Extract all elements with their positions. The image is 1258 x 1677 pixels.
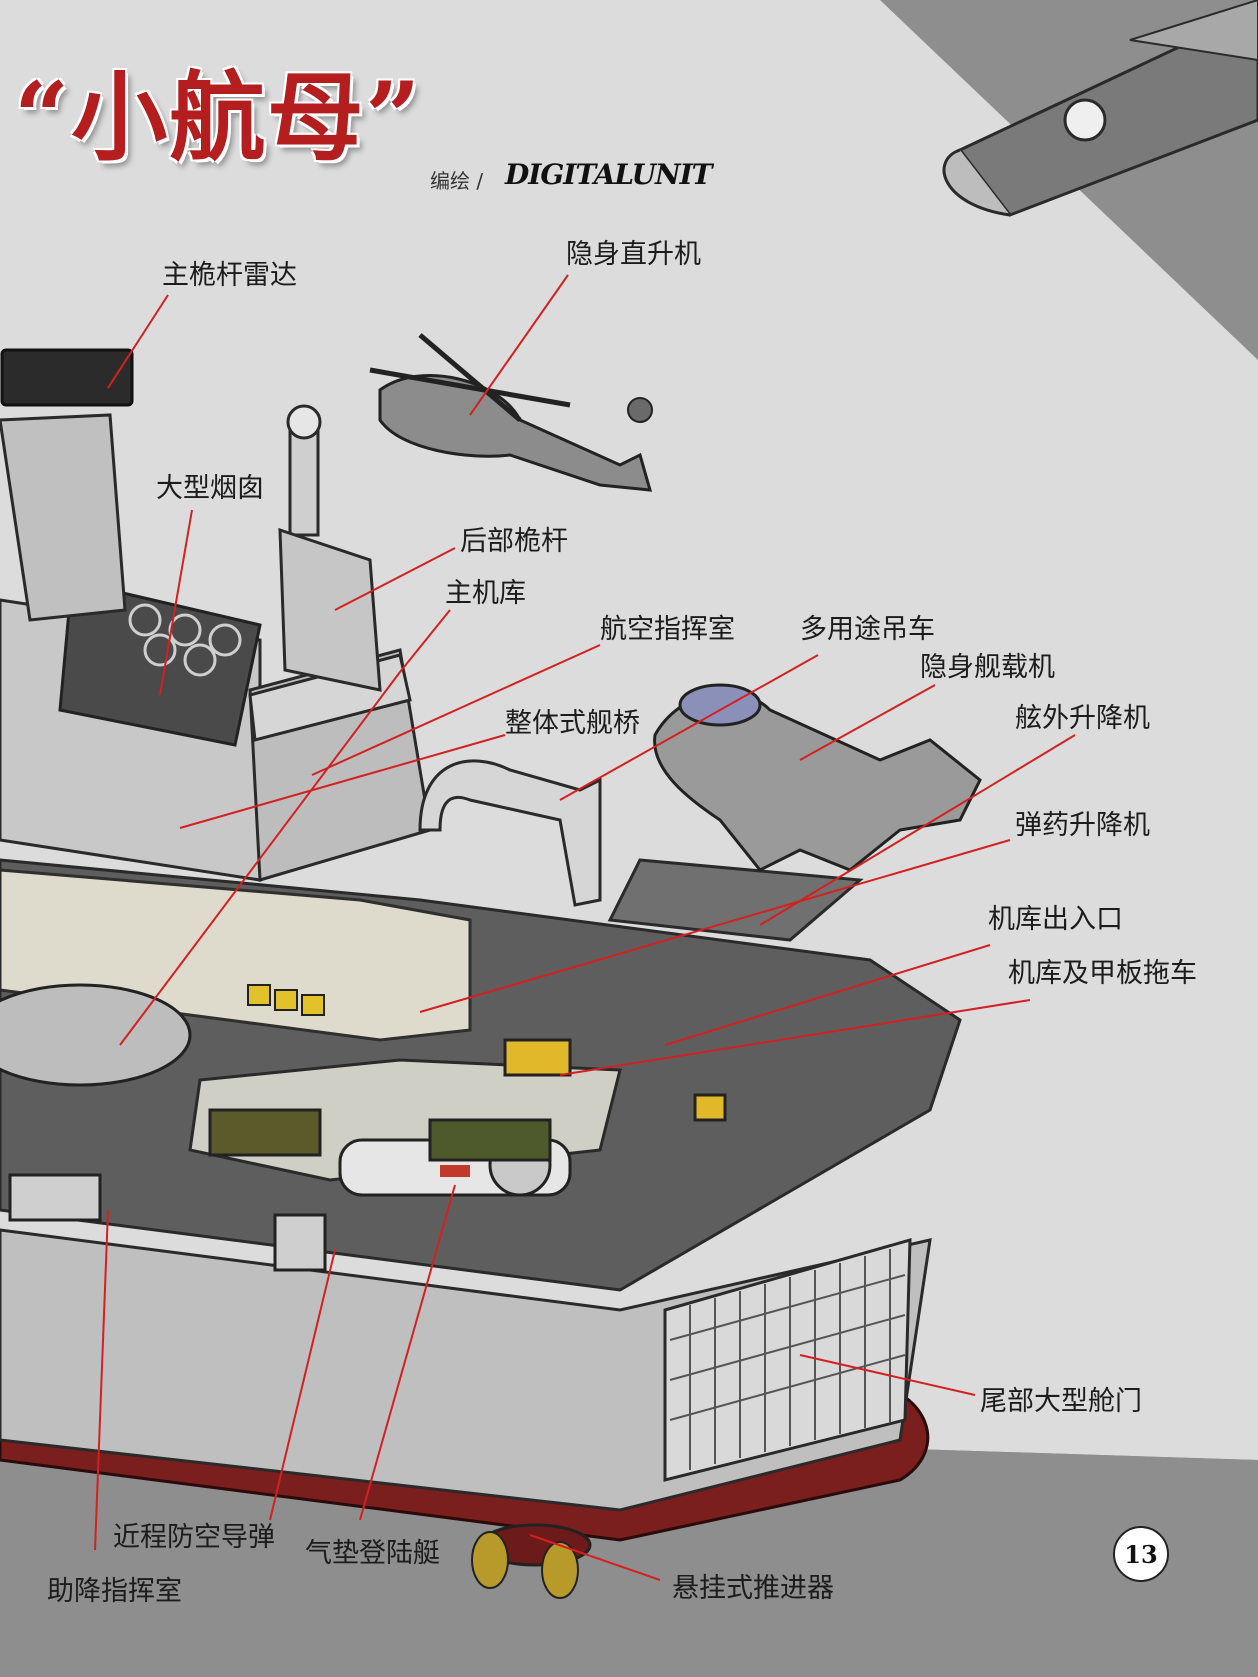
label-flight-control-room: 航空指挥室 [600,614,735,645]
main-mast-radar [0,348,134,407]
label-stealth-carrier-aircraft: 隐身舰载机 [920,652,1055,683]
deck-helicopter [0,983,192,1087]
leader-lines [94,274,1076,1581]
main-mast [0,413,127,622]
stern-gate [663,1237,912,1482]
ciws-launcher [273,1213,327,1272]
label-pod-thruster: 悬挂式推进器 [672,1573,834,1604]
page-title: “小航母” [14,61,423,174]
label-utility-crane: 多用途吊车 [800,614,935,645]
label-stern-gate: 尾部大型舱门 [980,1386,1142,1417]
funnel-vents [128,603,242,677]
pod-thruster [471,1523,592,1599]
deck-edge-elevator [607,858,864,942]
label-stealth-helicopter: 隐身直升机 [566,239,701,270]
label-deck-edge-elevator: 舷外升降机 [1015,703,1150,734]
deck-tractor [693,1093,727,1122]
label-hovercraft: 气垫登陆艇 [305,1538,440,1569]
credit-brand-logo: DIGITALUNIT [505,158,713,191]
stealth-carrier-aircraft [653,683,982,872]
armored-vehicle [428,1118,552,1162]
aft-mast-dome [286,404,322,440]
armored-vehicle [208,1108,322,1157]
label-main-hangar: 主机库 [445,578,526,609]
label-ammunition-elevator: 弹药升降机 [1015,810,1150,841]
label-aft-mast: 后部桅杆 [460,526,568,557]
credit-label: 编绘 / [430,169,484,193]
label-hangar-deck-tractor: 机库及甲板拖车 [1008,958,1197,989]
label-main-mast-radar: 主桅杆雷达 [162,260,297,291]
munition-carts [247,984,325,1016]
label-hangar-entrance: 机库出入口 [988,904,1123,935]
utility-crane [418,759,602,907]
missile-decoration [942,0,1258,217]
landing-control-room [8,1173,102,1222]
label-integrated-bridge: 整体式舰桥 [505,708,640,739]
page-number: 13 [1113,1526,1169,1582]
label-large-funnel: 大型烟囱 [156,473,264,504]
label-landing-control-room: 助降指挥室 [47,1576,182,1607]
aft-mast-base [278,527,382,692]
deck-tractor [503,1038,572,1077]
label-ciws-missile: 近程防空导弹 [113,1522,275,1553]
stealth-helicopter [369,333,653,492]
